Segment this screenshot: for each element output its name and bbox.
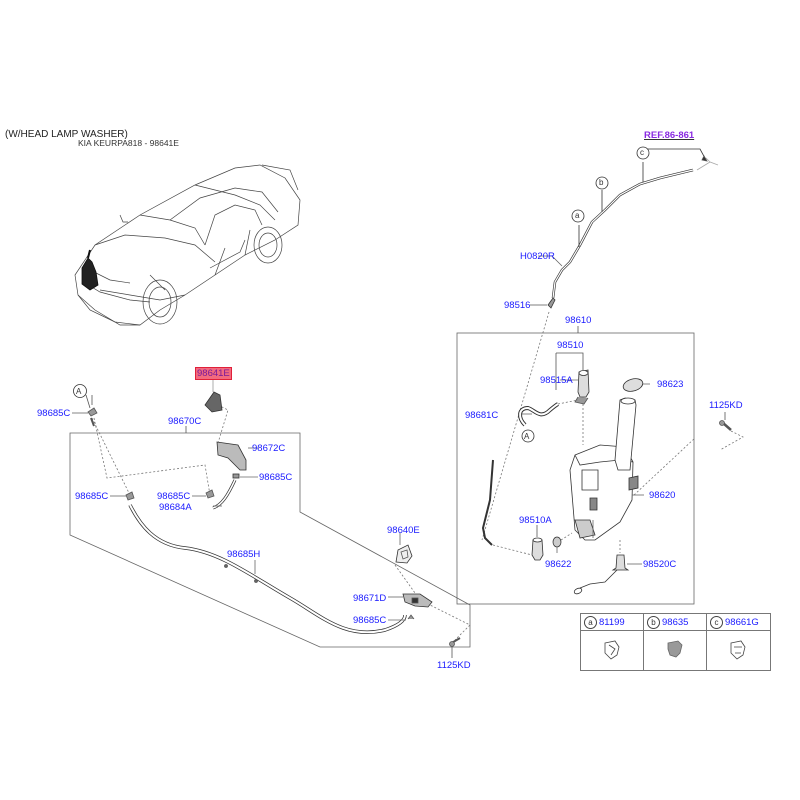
part-98623-cap [622,378,644,392]
part-98520c-sensor [611,554,630,571]
part-98685h-hose [128,504,407,634]
legend-letter: c [710,616,723,629]
clip-98661g-icon [707,631,770,670]
legend-letter: a [584,616,597,629]
legend-part-code[interactable]: 98661G [725,617,759,628]
callout-a-upper: A [76,387,82,396]
part-label-98620[interactable]: 98620 [649,490,676,501]
part-98620-tank [569,397,639,541]
part-98515a-pump [577,369,590,398]
callout-clip-c: c [640,148,644,157]
assembly-frame-98670c [69,432,471,648]
part-label-h0820r[interactable]: H0820R [520,251,555,262]
part-label-98685h[interactable]: 98685H [227,549,261,560]
nozzle-highlight-on-vehicle [81,257,99,291]
part-label-98515a[interactable]: 98515A [540,375,573,386]
part-label-98520c[interactable]: 98520C [643,559,677,570]
assembly-frame-98610 [456,332,695,605]
part-label-98510[interactable]: 98510 [557,340,584,351]
part-label-1125kd[interactable]: 1125KD [709,400,743,411]
part-label-98516[interactable]: 98516 [504,300,531,311]
clip-98635-icon [644,631,706,670]
legend-letter: b [647,616,660,629]
part-label-98640e[interactable]: 98640E [387,525,420,536]
legend-part-code[interactable]: 98635 [662,617,689,628]
part-98684a-hose [212,479,237,510]
callout-clip-a: a [575,211,580,220]
part-label-98672c[interactable]: 98672C [252,443,286,454]
part-label-98510a[interactable]: 98510A [519,515,552,526]
legend-header: a 81199 [581,614,643,631]
vehicle-illustration [74,164,301,326]
part-label-98623[interactable]: 98623 [657,379,684,390]
part-98640e-gasket [395,544,413,564]
part-label-98681c[interactable]: 98681C [465,410,499,421]
reference-link[interactable]: REF.86-861 [644,130,695,141]
callout-clip-b: b [599,178,604,187]
clip-81199-icon [581,631,643,670]
legend-cell-a[interactable]: a 81199 [581,614,644,670]
clip-legend-table: a 81199 b 98635 c 98661G [580,613,771,671]
part-label-98685c[interactable]: 98685C [75,491,109,502]
part-98641e-icon [204,391,223,413]
legend-header: c 98661G [707,614,770,631]
part-label-98685c[interactable]: 98685C [259,472,293,483]
part-label-98685c[interactable]: 98685C [353,615,387,626]
legend-header: b 98635 [644,614,706,631]
legend-part-code[interactable]: 81199 [599,617,625,628]
diagram-title: (W/HEAD LAMP WASHER) [5,129,128,140]
part-98510a-pump [531,539,544,561]
callout-a-reservoir: A [524,432,530,441]
legend-cell-c[interactable]: c 98661G [707,614,770,670]
diagram-subtitle: KIA KEURPA818 - 98641E [78,138,179,148]
part-label-98641e-highlighted[interactable]: 98641E [195,367,232,380]
part-label-98610[interactable]: 98610 [565,315,592,326]
part-label-1125kd[interactable]: 1125KD [437,660,471,671]
part-label-98670c[interactable]: 98670C [168,416,202,427]
part-98672c-icon [216,441,247,471]
part-98622-grommet [552,536,562,548]
part-label-98671d[interactable]: 98671D [353,593,387,604]
part-label-98684a[interactable]: 98684A [159,502,192,513]
part-label-98685c[interactable]: 98685C [157,491,191,502]
legend-cell-b[interactable]: b 98635 [644,614,707,670]
part-label-98685c[interactable]: 98685C [37,408,71,419]
part-h0820r-hose [551,168,694,299]
part-label-98622[interactable]: 98622 [545,559,572,570]
